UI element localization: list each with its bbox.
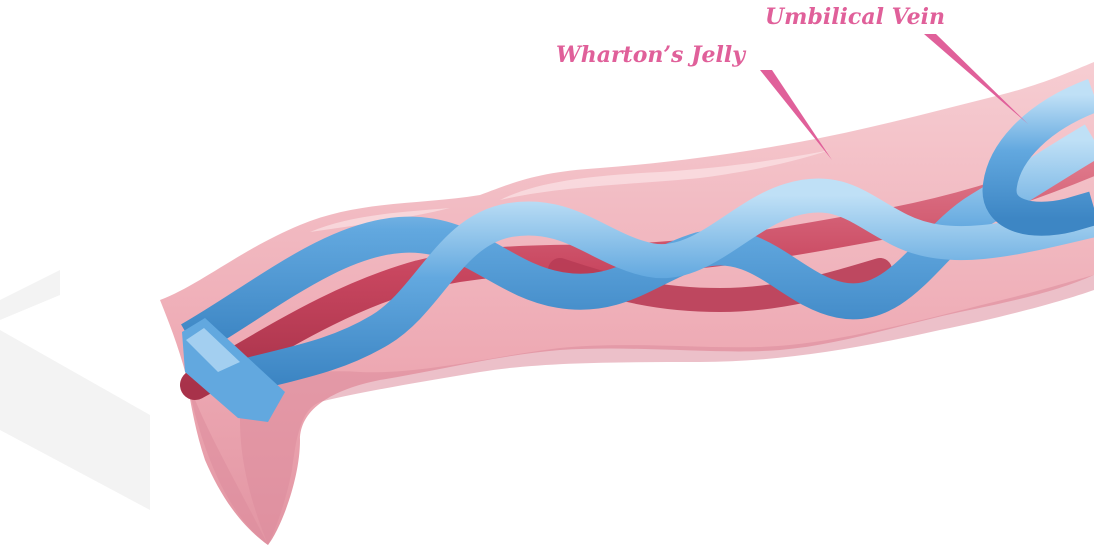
watermark-chevron-shape bbox=[0, 270, 150, 510]
whartons-jelly-label: Wharton’s Jelly bbox=[556, 44, 745, 66]
umbilical-vein-label: Umbilical Vein bbox=[765, 6, 945, 28]
whartons-jelly-body bbox=[160, 62, 1094, 545]
